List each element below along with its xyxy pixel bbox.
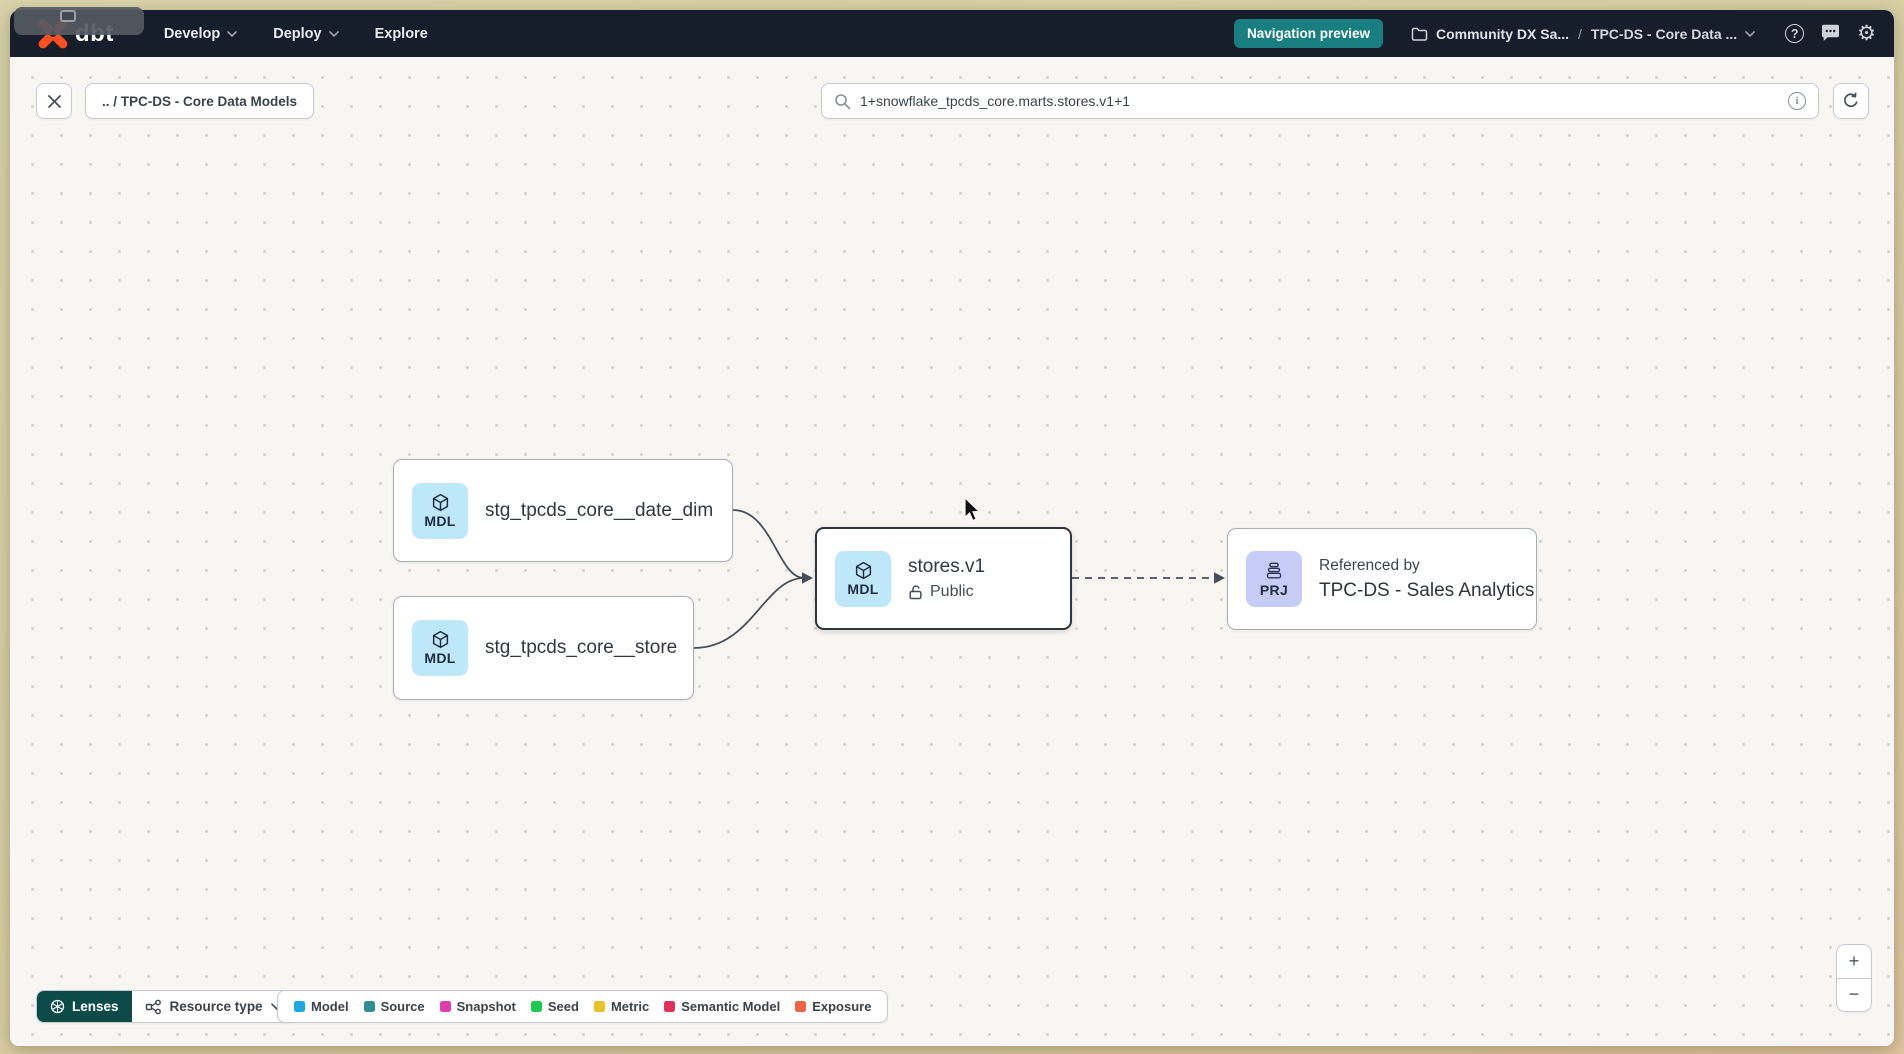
mouse-cursor <box>964 498 981 522</box>
legend-label: Snapshot <box>456 999 516 1014</box>
nav-item-label: Explore <box>374 25 428 42</box>
node-title: stg_tpcds_core__date_dim <box>485 499 714 521</box>
legend-item-source: Source <box>363 999 425 1014</box>
edge-date-dim-to-stores <box>732 509 805 579</box>
model-badge: MDL <box>835 550 891 607</box>
cube-icon <box>855 561 871 579</box>
app-window: dbt Develop Deploy Explore Navigation pr… <box>10 10 1894 1046</box>
cube-icon <box>432 493 448 511</box>
nav-item-deploy[interactable]: Deploy <box>259 18 352 50</box>
legend-swatch <box>363 1001 375 1012</box>
resource-type-label: Resource type <box>169 999 263 1014</box>
zoom-divider <box>1837 977 1871 979</box>
help-icon[interactable]: ? <box>1785 24 1805 43</box>
legend-label: Metric <box>610 999 650 1014</box>
legend-swatch <box>530 1001 542 1012</box>
model-badge: MDL <box>412 482 468 539</box>
lineage-search-bar: i <box>821 83 1819 119</box>
zoom-controls: + − <box>1836 944 1872 1012</box>
breadcrumb-separator: / <box>1578 25 1582 42</box>
breadcrumb-project-label: Community DX Sa... <box>1436 25 1570 42</box>
lineage-canvas[interactable]: .. / TPC-DS - Core Data Models i MDL <box>10 57 1894 1046</box>
close-icon <box>47 94 61 108</box>
lenses-label: Lenses <box>72 999 119 1014</box>
badge-label: MDL <box>424 650 456 666</box>
breadcrumb-project[interactable]: Community DX Sa... <box>1411 26 1569 42</box>
edge-store-to-stores <box>693 577 805 649</box>
legend-item-exposure: Exposure <box>795 999 871 1014</box>
legend-item-model: Model <box>294 999 349 1014</box>
node-access-label: Public <box>930 583 974 600</box>
breadcrumb: Community DX Sa... / TPC-DS - Core Data … <box>1411 26 1755 42</box>
model-badge: MDL <box>412 620 468 676</box>
node-access: Public <box>908 583 985 601</box>
node-title: stores.v1 <box>908 556 986 577</box>
nav-item-label: Deploy <box>273 25 322 42</box>
legend-item-seed: Seed <box>530 999 579 1014</box>
nav-item-label: Develop <box>163 25 221 42</box>
badge-label: MDL <box>424 512 456 529</box>
legend-swatch <box>593 1001 605 1012</box>
nav-item-develop[interactable]: Develop <box>150 18 251 50</box>
legend-label: Seed <box>547 999 579 1014</box>
legend-swatch <box>795 1001 807 1012</box>
refresh-button[interactable] <box>1833 83 1869 119</box>
resource-type-button[interactable]: Resource type <box>131 991 295 1022</box>
close-button[interactable] <box>36 83 72 119</box>
top-navbar: dbt Develop Deploy Explore Navigation pr… <box>10 10 1894 57</box>
node-title: TPC-DS - Sales Analytics <box>1319 579 1535 601</box>
resource-type-legend: Model Source Snapshot Seed Metric Semant… <box>277 990 889 1023</box>
edge-arrowhead <box>1214 572 1225 584</box>
legend-item-semantic-model: Semantic Model <box>664 999 780 1014</box>
legend-label: Semantic Model <box>681 999 781 1014</box>
settings-icon[interactable]: ⚙ <box>1857 22 1876 45</box>
info-icon[interactable]: i <box>1788 92 1806 110</box>
node-stg-tpcds-core-date-dim[interactable]: MDL stg_tpcds_core__date_dim <box>393 459 733 562</box>
lens-controls: Lenses Resource type <box>36 990 296 1023</box>
legend-label: Exposure <box>812 999 872 1014</box>
navigation-preview-badge[interactable]: Navigation preview <box>1233 19 1383 48</box>
legend-label: Source <box>380 999 425 1014</box>
chevron-down-icon <box>1745 30 1755 37</box>
folder-icon <box>1411 27 1428 41</box>
navbar-icon-group: ? ⚙ <box>1785 23 1876 44</box>
node-stores-v1[interactable]: MDL stores.v1 Public <box>815 527 1072 630</box>
window-icon <box>60 10 76 22</box>
lenses-button[interactable]: Lenses <box>37 991 132 1022</box>
lineage-breadcrumb-chip[interactable]: .. / TPC-DS - Core Data Models <box>85 83 315 119</box>
search-icon <box>835 93 851 109</box>
legend-swatch <box>294 1001 305 1012</box>
badge-label: PRJ <box>1259 581 1289 598</box>
selector-input[interactable] <box>860 93 1779 109</box>
badge-label: MDL <box>847 580 879 597</box>
breadcrumb-section-label: TPC-DS - Core Data ... <box>1590 25 1738 42</box>
screenshot-artifact <box>14 7 144 35</box>
zoom-out-button[interactable]: − <box>1837 978 1871 1011</box>
feedback-icon[interactable] <box>1820 24 1841 43</box>
legend-label: Model <box>311 999 349 1014</box>
node-title: stg_tpcds_core__store <box>485 637 678 658</box>
project-icon <box>1266 562 1282 578</box>
resource-type-icon <box>145 999 161 1014</box>
legend-swatch <box>664 1001 676 1012</box>
legend-swatch <box>439 1001 451 1012</box>
node-stg-tpcds-core-store[interactable]: MDL stg_tpcds_core__store <box>393 596 694 700</box>
node-tpcds-sales-analytics[interactable]: PRJ Referenced by TPC-DS - Sales Analyti… <box>1227 528 1537 630</box>
project-badge: PRJ <box>1246 551 1302 607</box>
node-subtitle: Referenced by <box>1319 556 1420 574</box>
legend-item-snapshot: Snapshot <box>439 999 516 1014</box>
chevron-down-icon <box>227 30 238 37</box>
breadcrumb-section[interactable]: TPC-DS - Core Data ... <box>1591 26 1755 42</box>
zoom-in-button[interactable]: + <box>1837 945 1871 978</box>
cube-icon <box>432 630 448 649</box>
refresh-icon <box>1844 92 1858 108</box>
lenses-icon <box>50 999 65 1014</box>
legend-item-metric: Metric <box>593 999 650 1014</box>
lock-open-icon <box>909 585 922 600</box>
nav-item-explore[interactable]: Explore <box>361 18 442 50</box>
chevron-down-icon <box>328 30 339 37</box>
edge-arrowhead <box>802 572 813 584</box>
